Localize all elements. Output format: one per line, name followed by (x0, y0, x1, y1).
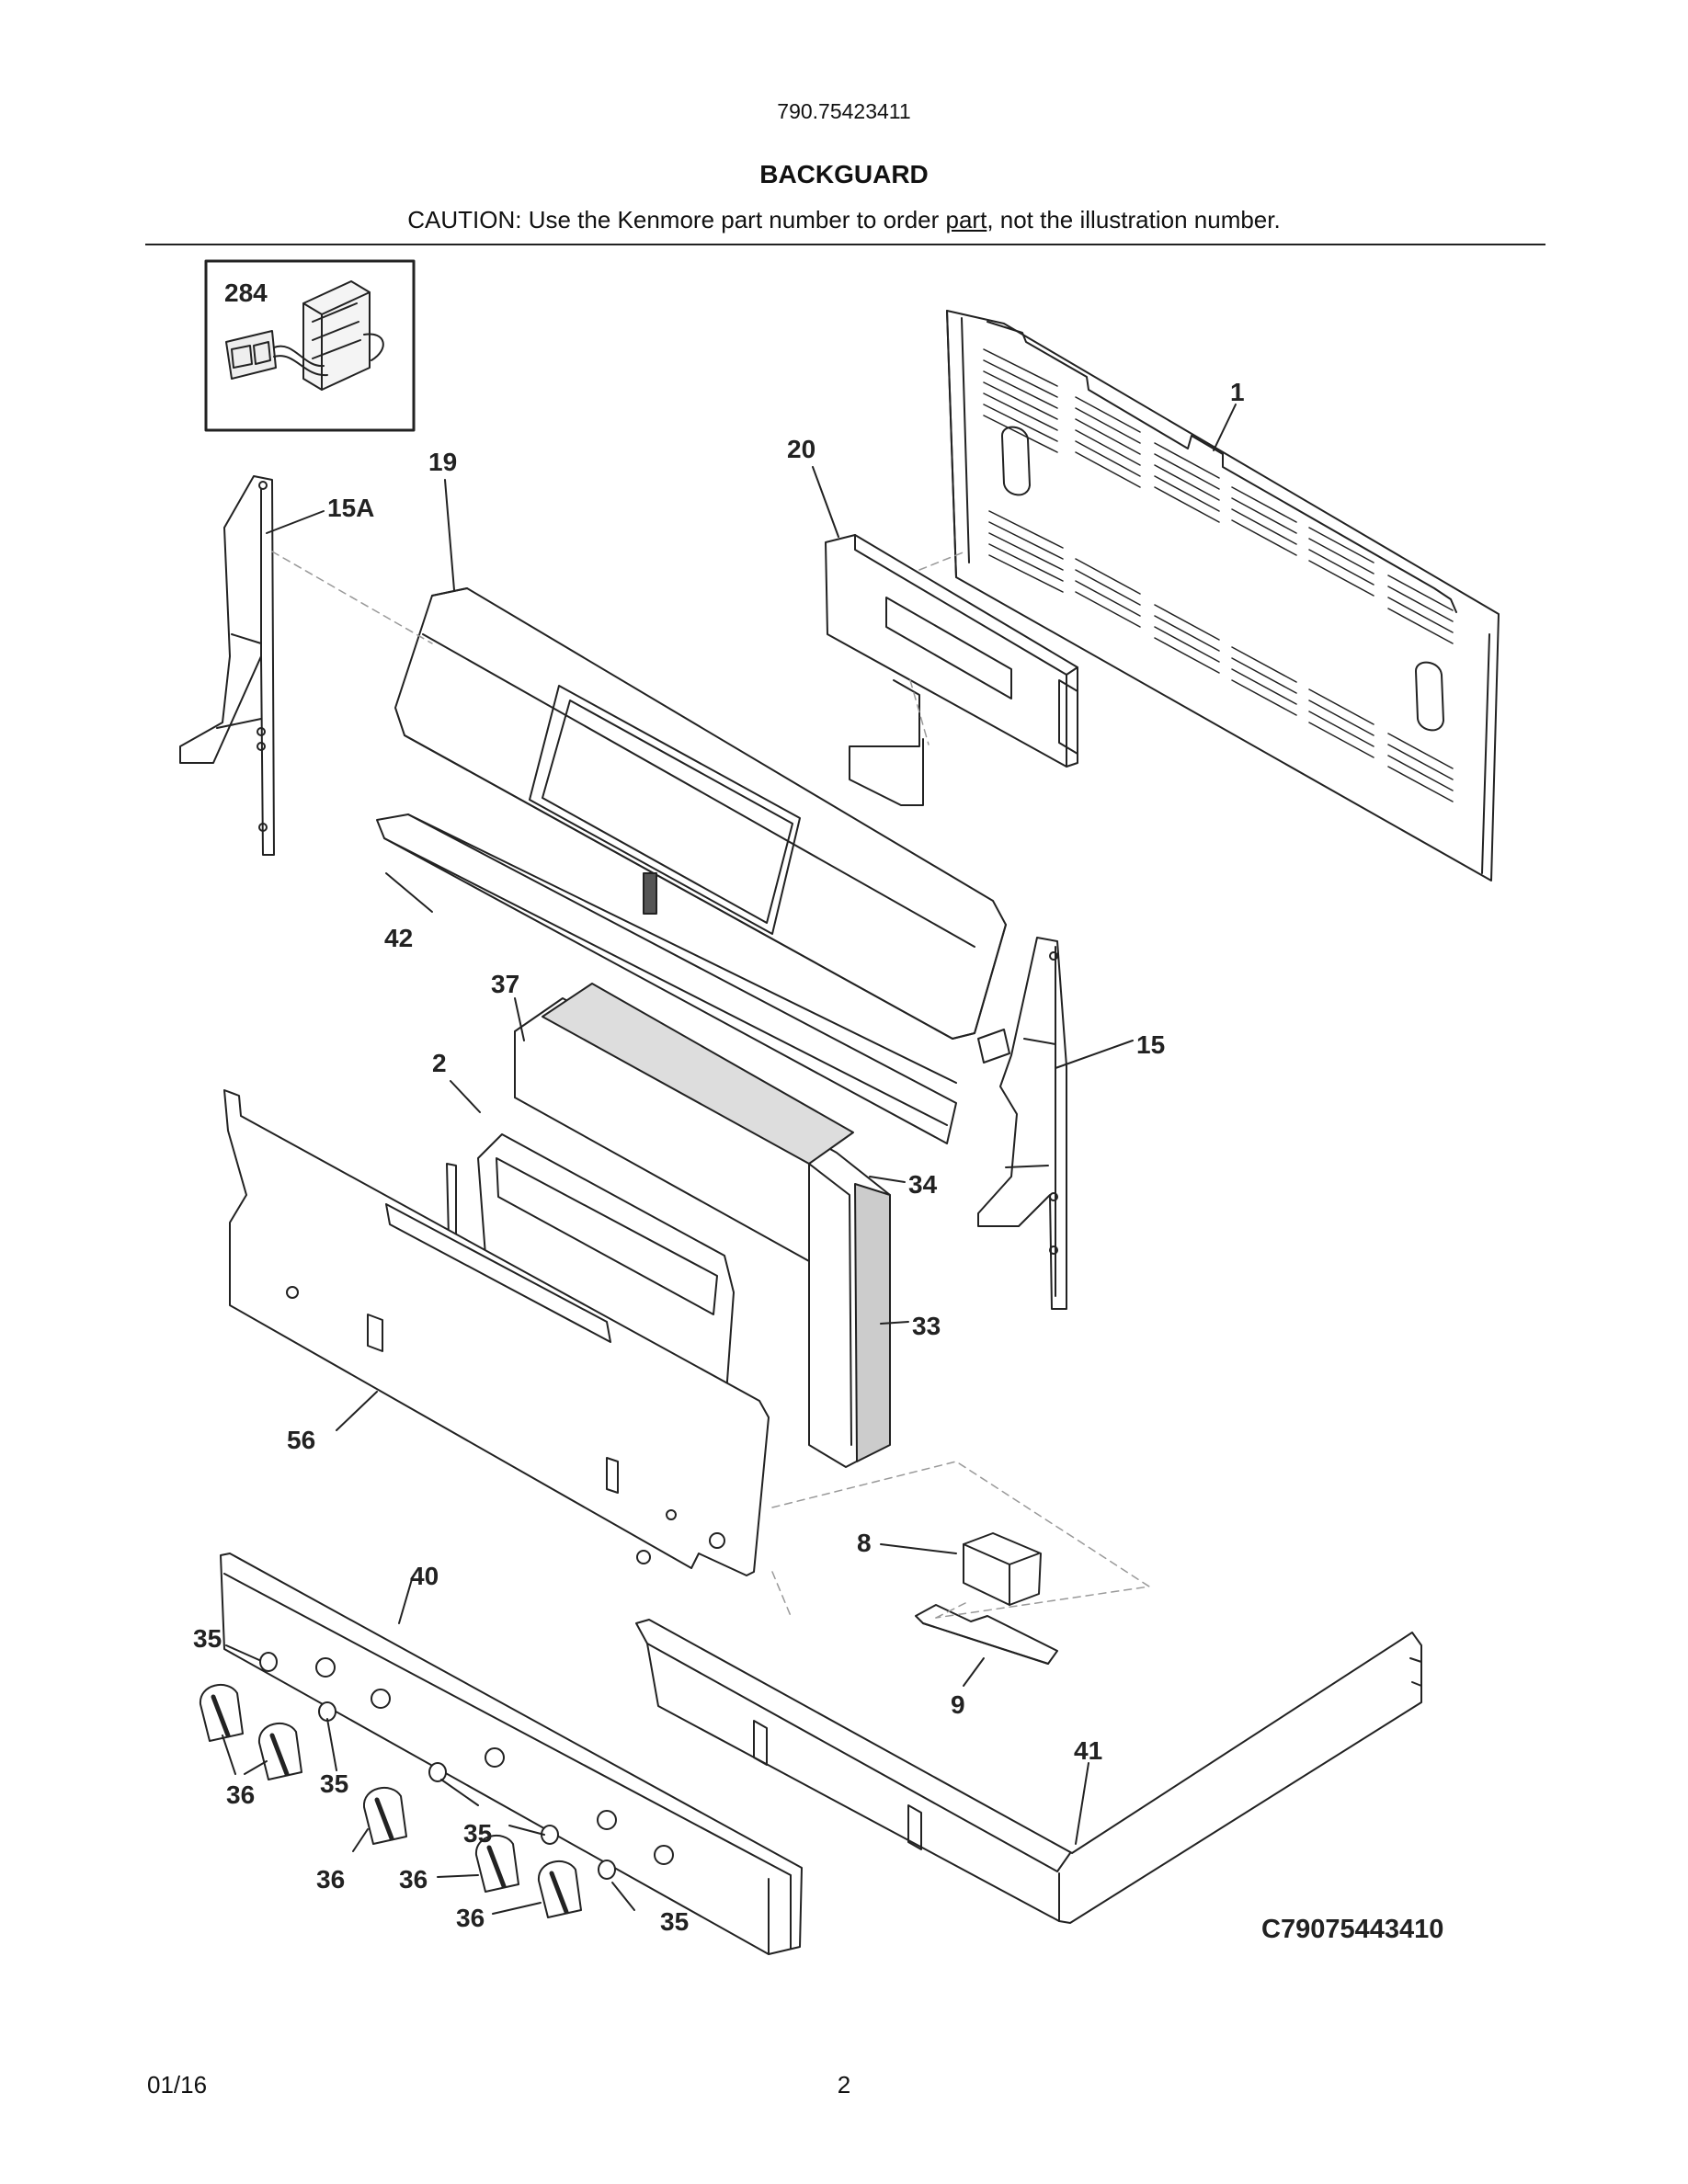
callout-19: 19 (428, 448, 457, 476)
leader-lines (222, 404, 1237, 1915)
callout-35-b: 35 (320, 1769, 348, 1798)
header-rule (145, 244, 1545, 245)
callout-9: 9 (951, 1690, 965, 1719)
callout-40: 40 (410, 1562, 439, 1590)
callout-284: 284 (224, 279, 268, 307)
callout-42: 42 (384, 924, 413, 952)
callout-2: 2 (432, 1049, 447, 1077)
callout-36-c: 36 (399, 1865, 428, 1894)
assembly-guides (271, 551, 1150, 1619)
part-40-manifold-cover (220, 1553, 803, 1955)
part-37-34-33-vent-box (446, 983, 891, 1468)
callout-33: 33 (912, 1312, 941, 1340)
callout-36-a: 36 (226, 1780, 255, 1809)
part-20-control-board (825, 534, 1078, 806)
caution-text-start: CAUTION: Use the Kenmore part number to … (407, 206, 946, 233)
section-title: BACKGUARD (759, 160, 929, 188)
part-19-control-panel (394, 587, 1007, 1040)
part-41-lower-trim (635, 1619, 1422, 1924)
footer-date: 01/16 (147, 2071, 208, 2099)
callout-34: 34 (908, 1170, 938, 1199)
callout-36-d: 36 (456, 1904, 485, 1932)
knobs-and-washers (199, 1652, 616, 1918)
part-42-trim (376, 813, 957, 1144)
caution-text-end: , not the illustration number. (987, 206, 1281, 233)
drawing-number: C79075443410 (1261, 1915, 1443, 1944)
callout-56: 56 (287, 1426, 315, 1454)
part-1-rear-panel (946, 310, 1500, 882)
callout-35-c: 35 (463, 1819, 492, 1848)
caution-part-link[interactable]: part (945, 206, 987, 233)
part-284-inset (204, 259, 416, 432)
callout-8: 8 (857, 1529, 872, 1557)
callout-36-b: 36 (316, 1865, 345, 1894)
callout-35-d: 35 (660, 1907, 689, 1936)
callout-1: 1 (1230, 378, 1245, 406)
callout-37: 37 (491, 970, 519, 998)
callout-41: 41 (1074, 1736, 1102, 1765)
caution-note: CAUTION: Use the Kenmore part number to … (0, 206, 1688, 234)
callout-15: 15 (1136, 1030, 1165, 1059)
part-15-right-bracket (977, 937, 1067, 1310)
callout-20: 20 (787, 435, 815, 463)
part-56-panel (223, 1089, 770, 1576)
part-15A-left-bracket (179, 475, 275, 856)
callout-35-a: 35 (193, 1624, 222, 1653)
page-number: 2 (837, 2071, 851, 2099)
model-number: 790.75423411 (777, 99, 911, 123)
callout-15A: 15A (327, 494, 374, 522)
part-8-9-switch (915, 1532, 1058, 1665)
